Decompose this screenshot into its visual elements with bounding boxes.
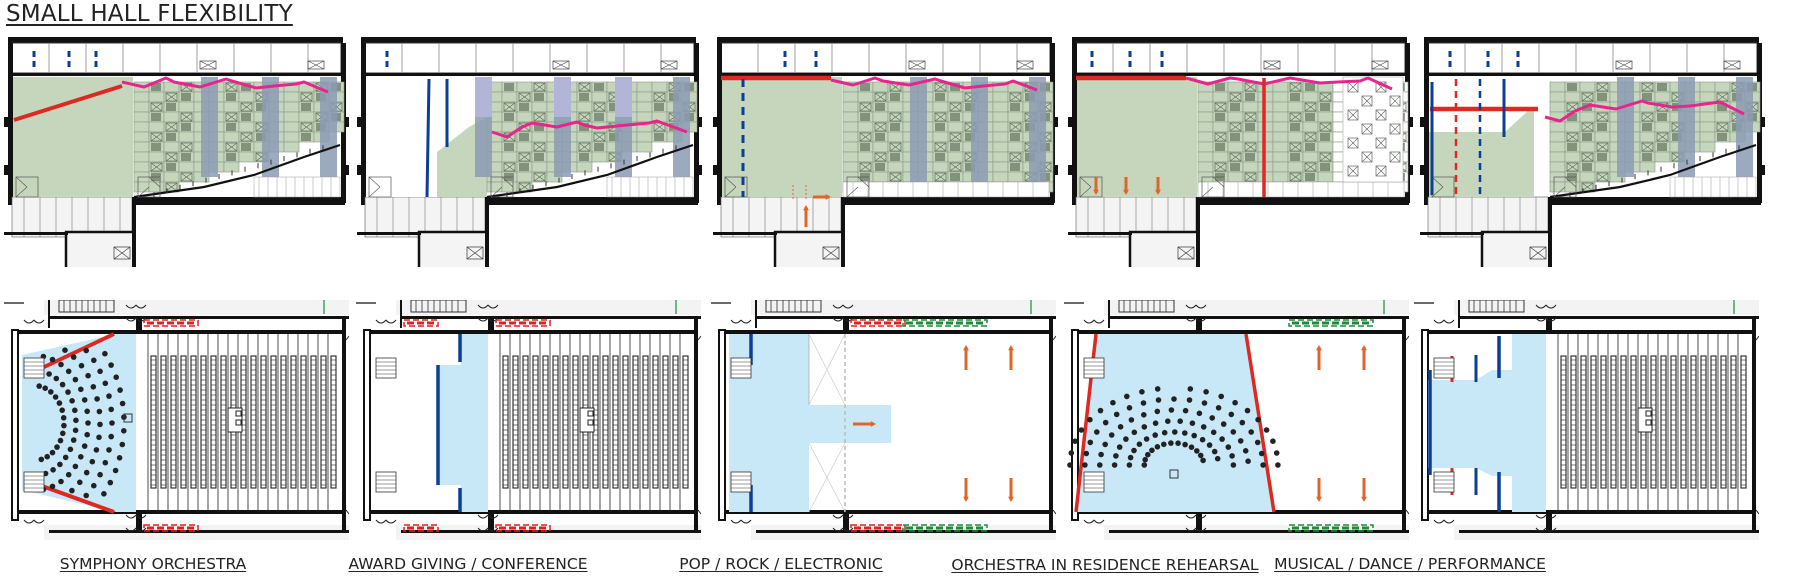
- plan-panel-musical: [1414, 300, 1759, 550]
- section-drawing-musical: [1420, 37, 1765, 267]
- plan-panel-pop: [711, 300, 1056, 550]
- plan-panel-rehearsal: [1064, 300, 1409, 550]
- plan-drawing-musical: [1414, 300, 1759, 540]
- section-drawing-symphony: [4, 37, 349, 267]
- caption-symphony-orchestra: SYMPHONY ORCHESTRA: [59, 555, 247, 573]
- plan-panel-award: [356, 300, 701, 550]
- section-drawing-rehearsal: [1068, 37, 1413, 267]
- section-panel-rehearsal: [1068, 37, 1413, 267]
- caption-pop-rock: POP / ROCK / ELECTRONIC: [679, 555, 883, 573]
- section-panel-award: [357, 37, 702, 267]
- plan-drawing-pop: [711, 300, 1056, 540]
- plan-panel-symphony: [4, 300, 349, 550]
- caption-award-giving: AWARD GIVING / CONFERENCE: [348, 555, 588, 573]
- caption-musical-dance: MUSICAL / DANCE / PERFORMANCE: [1274, 555, 1546, 573]
- plan-drawing-rehearsal: [1064, 300, 1409, 540]
- section-drawing-award: [357, 37, 702, 267]
- page-title: SMALL HALL FLEXIBILITY: [6, 1, 293, 27]
- section-drawing-pop: [713, 37, 1058, 267]
- section-panel-pop: [713, 37, 1058, 267]
- plan-drawing-award: [356, 300, 701, 540]
- section-panel-musical: [1420, 37, 1765, 267]
- section-panel-symphony: [4, 37, 349, 267]
- caption-orchestra-rehearsal: ORCHESTRA IN RESIDENCE REHEARSAL: [951, 556, 1259, 574]
- plan-drawing-symphony: [4, 300, 349, 540]
